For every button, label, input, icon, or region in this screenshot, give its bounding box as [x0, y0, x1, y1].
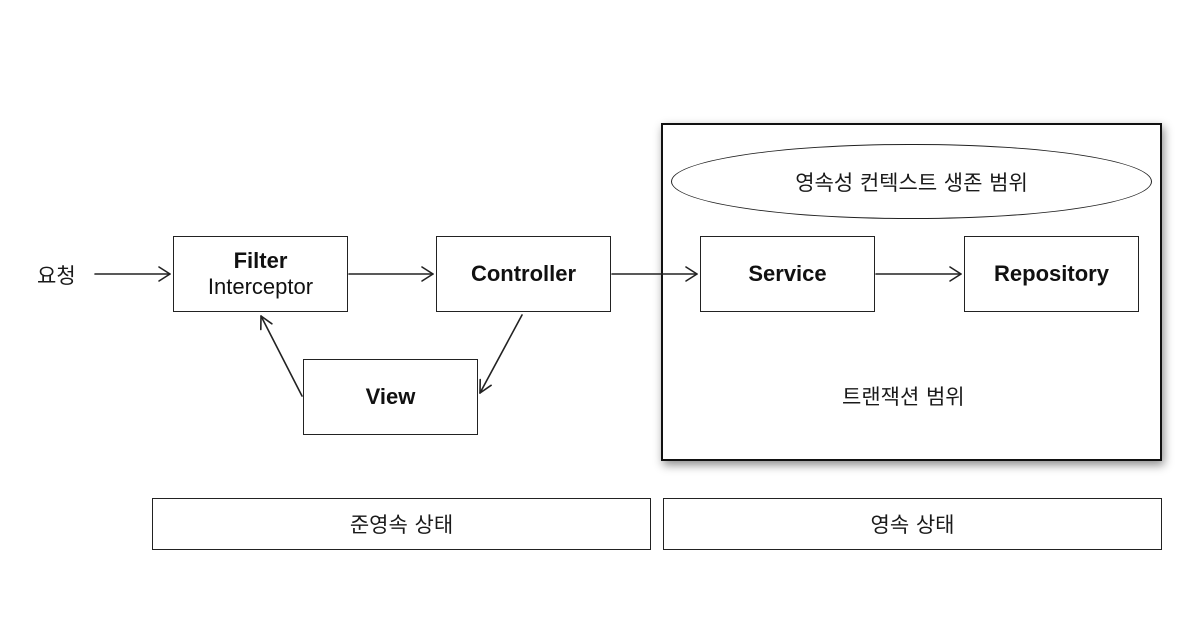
view-box: View: [303, 359, 478, 435]
service-box: Service: [700, 236, 875, 312]
persistence-context-scope-label: 영속성 컨텍스트 생존 범위: [795, 170, 1028, 195]
repository-box: Repository: [964, 236, 1139, 312]
arrow-filter-to-controller: [348, 266, 434, 282]
transaction-scope-label: 트랜잭션 범위: [842, 385, 965, 409]
filter-label: Filter: [233, 248, 288, 273]
interceptor-label: Interceptor: [207, 274, 314, 299]
service-label: Service: [748, 261, 827, 286]
persistence-context-scope: 영속성 컨텍스트 생존 범위: [671, 144, 1152, 219]
persistent-state-label: 영속 상태: [870, 513, 955, 537]
repository-label: Repository: [994, 261, 1109, 286]
request-label: 요청: [37, 264, 76, 288]
arrow-controller-to-view: [479, 314, 523, 394]
arrow-request-to-filter: [94, 266, 171, 282]
persistent-state-bar: 영속 상태: [663, 498, 1162, 550]
controller-label: Controller: [470, 261, 577, 286]
view-label: View: [365, 384, 416, 409]
controller-box: Controller: [436, 236, 611, 312]
semi-persistent-state-bar: 준영속 상태: [152, 498, 651, 550]
semi-persistent-state-label: 준영속 상태: [349, 513, 454, 537]
arrow-view-to-filter: [259, 315, 303, 397]
filter-interceptor-box: Filter Interceptor: [173, 236, 348, 312]
